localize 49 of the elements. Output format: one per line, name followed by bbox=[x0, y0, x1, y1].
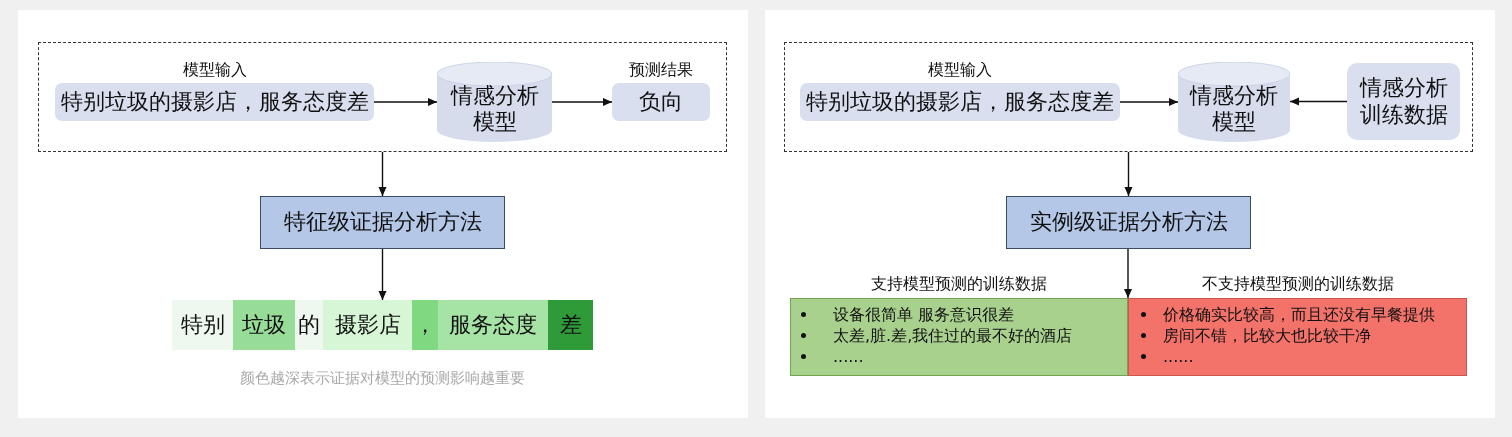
model-cylinder bbox=[437, 62, 552, 142]
list-item: 设备很简单 服务意识很差 bbox=[833, 304, 1015, 325]
caption-text: 颜色越深表示证据对模型的预测影响越重要 bbox=[240, 370, 525, 388]
heatmap-segment bbox=[233, 300, 295, 350]
arrow bbox=[378, 248, 387, 301]
cylinder-label: 情感分析模型 bbox=[449, 82, 540, 136]
training-data-box bbox=[1347, 63, 1460, 140]
method-label: 实例级证据分析方法 bbox=[1029, 209, 1228, 236]
token-label: ， bbox=[414, 311, 436, 339]
list-item: 太差,脏.差,我住过的最不好的酒店 bbox=[833, 325, 1073, 346]
arrow bbox=[1119, 97, 1179, 107]
box-heading: 模型输入 bbox=[928, 59, 992, 79]
heatmap-segment bbox=[295, 300, 323, 350]
heatmap-segment bbox=[172, 300, 233, 350]
arrow bbox=[373, 97, 438, 107]
token-label: 特别 bbox=[180, 311, 225, 339]
model-cylinder bbox=[1178, 62, 1290, 142]
token-label: 的 bbox=[298, 311, 320, 339]
list-item: 价格确实比较高，而且还没有早餐提供 bbox=[1163, 304, 1435, 325]
heatmap-segment bbox=[323, 300, 412, 350]
method-label: 特征级证据分析方法 bbox=[283, 209, 482, 236]
box-label: 情感分析训练数据 bbox=[1358, 75, 1449, 128]
box-heading: 模型输入 bbox=[182, 59, 247, 79]
list-item: 房间不错，比较大也比较干净 bbox=[1163, 325, 1371, 346]
cylinder-label: 情感分析模型 bbox=[1189, 82, 1279, 136]
dashed-group-frame bbox=[784, 42, 1473, 152]
token-label: 垃圾 bbox=[242, 311, 286, 339]
list-item: ...... bbox=[833, 346, 864, 367]
heatmap-segment bbox=[412, 300, 438, 350]
arrow bbox=[551, 97, 613, 107]
panel-heading: 不支持模型预测的训练数据 bbox=[1201, 273, 1394, 293]
arrow bbox=[1289, 97, 1348, 106]
token-label: 差 bbox=[559, 311, 582, 339]
box-label: 特别垃圾的摄影店，服务态度差 bbox=[806, 88, 1114, 116]
arrow bbox=[1123, 248, 1133, 299]
arrow bbox=[1124, 151, 1133, 197]
dashed-group-frame bbox=[38, 42, 727, 152]
arrow bbox=[378, 151, 387, 197]
box-label: 特别垃圾的摄影店，服务态度差 bbox=[60, 88, 369, 116]
token-label: 服务态度 bbox=[449, 311, 537, 339]
box-heading: 预测结果 bbox=[629, 59, 693, 79]
list-item: ...... bbox=[1163, 346, 1194, 367]
box-label: 负向 bbox=[639, 88, 683, 116]
token-label: 摄影店 bbox=[334, 311, 401, 339]
heatmap-segment bbox=[548, 300, 593, 350]
heatmap-segment bbox=[438, 300, 548, 350]
method-box bbox=[260, 196, 505, 249]
method-box bbox=[1006, 196, 1251, 249]
panel-heading: 支持模型预测的训练数据 bbox=[871, 273, 1047, 293]
